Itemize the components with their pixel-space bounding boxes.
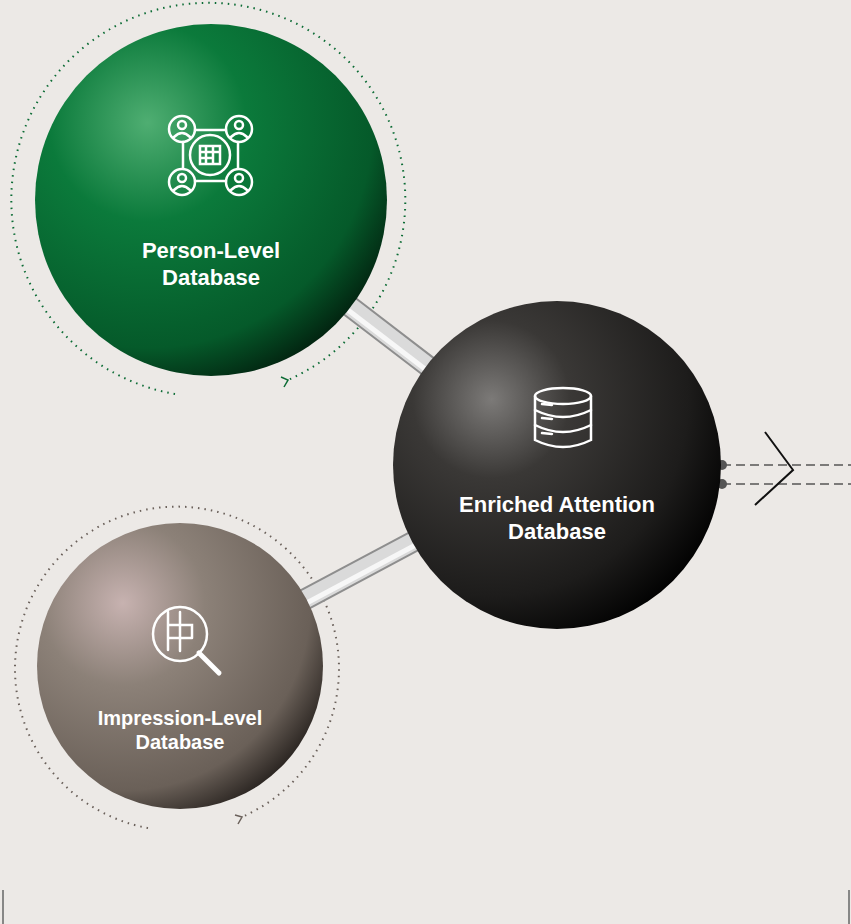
pipe-connector-group (289, 536, 427, 612)
pipe-shadow (289, 536, 425, 609)
dashed-output-line (722, 483, 851, 485)
orbit-arrow (235, 815, 242, 824)
pipe-highlight (290, 539, 426, 612)
node-label: Person-Level Database (131, 238, 291, 292)
bracket-line (848, 890, 850, 924)
sphere-fill (393, 301, 721, 629)
chevron (755, 432, 793, 505)
impression-level-sphere: Impression-Level Database (37, 523, 323, 809)
sphere-outline (37, 523, 323, 809)
dashed-output-line (722, 464, 851, 466)
sphere-fill (37, 523, 323, 809)
person-level-sphere: Person-Level Database (35, 24, 387, 376)
orbit-arc (11, 3, 405, 394)
sphere-outline (393, 301, 721, 629)
pipe-connector (289, 536, 425, 609)
enriched-attention-sphere: Enriched Attention Database (393, 301, 721, 629)
node-label: Enriched Attention Database (437, 492, 677, 546)
orbit-arrow (281, 377, 288, 387)
bracket-line (2, 890, 4, 924)
sphere-outline (35, 24, 387, 376)
sphere-fill (35, 24, 387, 376)
node-label: Impression-Level Database (85, 706, 275, 755)
orbit-arc (15, 507, 339, 828)
